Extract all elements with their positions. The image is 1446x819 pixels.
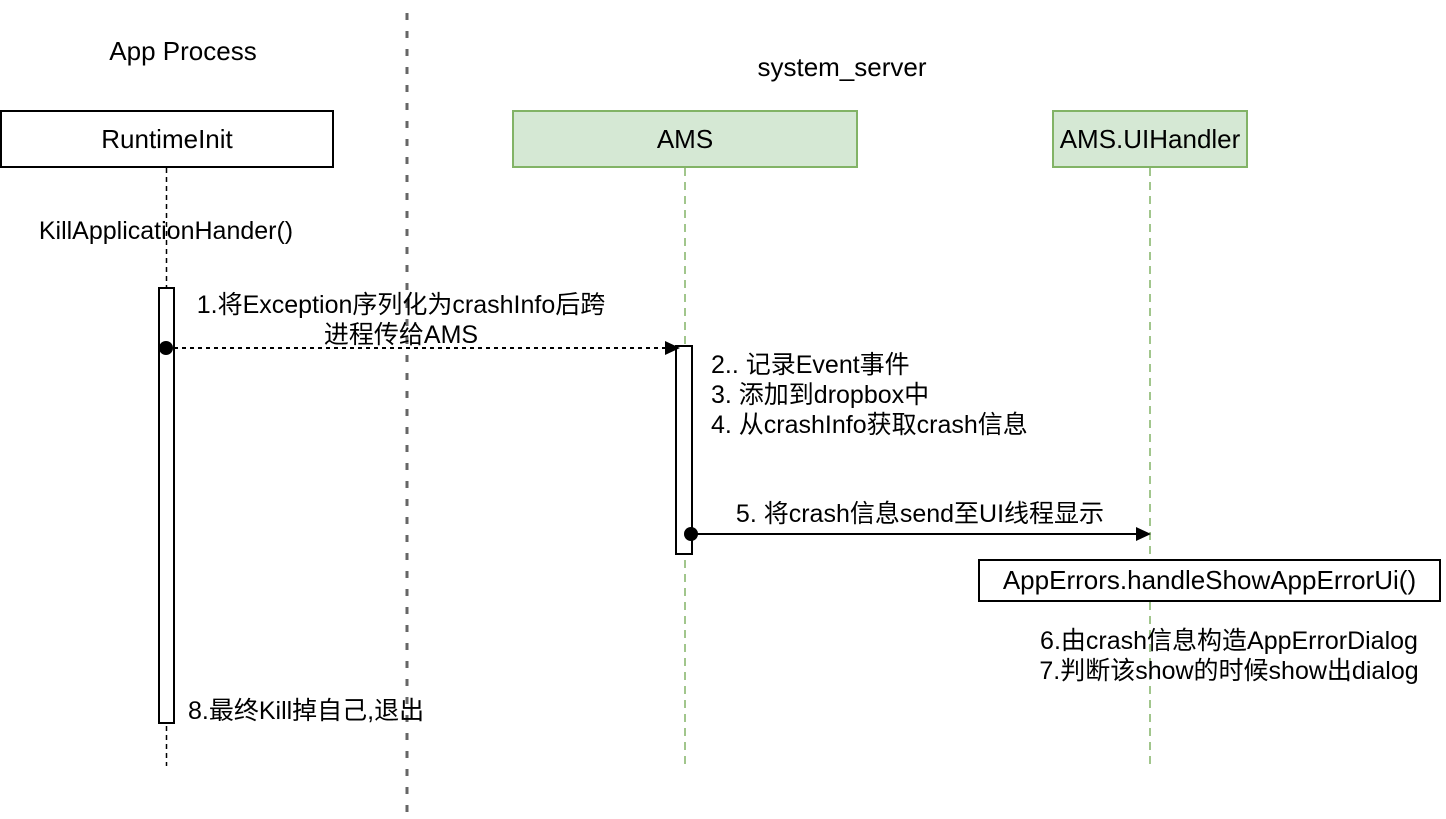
message5-origin-dot	[684, 527, 698, 541]
message1-label: 1.将Exception序列化为crashInfo后跨 进程传给AMS	[182, 290, 620, 350]
messages-2-3-4-block: 2.. 记录Event事件 3. 添加到dropbox中 4. 从crashIn…	[711, 350, 1028, 440]
participant-runtimeinit-label: RuntimeInit	[101, 123, 233, 154]
message1-label-line1: 1.将Exception序列化为crashInfo后跨	[196, 291, 606, 319]
participant-uihandler: AMS.UIHandler	[1052, 110, 1248, 168]
activation-bar-ams	[675, 345, 693, 555]
method-box-apperrors: AppErrors.handleShowAppErrorUi()	[978, 559, 1441, 602]
activation-bar-runtimeinit	[158, 287, 175, 724]
message8-label: 8.最终Kill掉自己,退出	[188, 697, 425, 725]
participant-uihandler-label: AMS.UIHandler	[1059, 123, 1241, 154]
message3-label: 3. 添加到dropbox中	[711, 381, 930, 409]
message1-origin-dot	[159, 341, 173, 355]
kill-application-handler-label: KillApplicationHander()	[38, 217, 294, 245]
message5-label: 5. 将crash信息send至UI线程显示	[735, 500, 1105, 528]
participant-ams-label: AMS	[656, 123, 714, 154]
message4-label: 4. 从crashInfo获取crash信息	[711, 411, 1028, 439]
message7-label: 7.判断该show的时候show出dialog	[1039, 657, 1419, 685]
participant-ams: AMS	[512, 110, 858, 168]
messages-6-7-block: 6.由crash信息构造AppErrorDialog 7.判断该show的时候s…	[1014, 626, 1444, 686]
message6-label: 6.由crash信息构造AppErrorDialog	[1040, 627, 1418, 655]
group-title-system-server: system_server	[757, 52, 927, 82]
message5-arrowhead	[1136, 527, 1151, 541]
method-box-apperrors-label: AppErrors.handleShowAppErrorUi()	[1002, 565, 1417, 595]
message1-label-line2: 进程传给AMS	[323, 321, 479, 349]
message1-arrowhead	[665, 341, 680, 355]
group-title-app-process: App Process	[109, 36, 257, 66]
message2-label: 2.. 记录Event事件	[711, 351, 910, 379]
participant-runtimeinit: RuntimeInit	[0, 110, 334, 168]
